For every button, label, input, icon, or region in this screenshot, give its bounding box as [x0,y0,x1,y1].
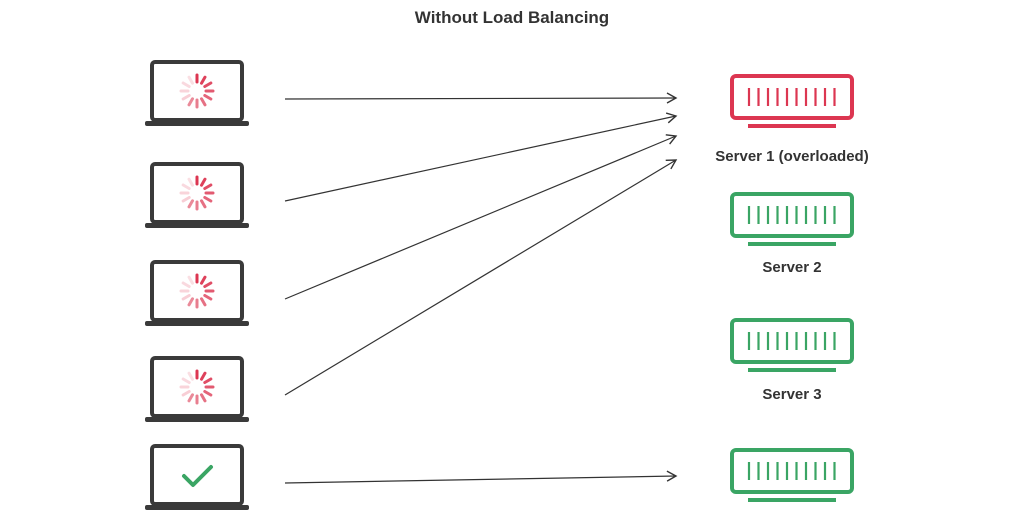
diagram-title: Without Load Balancing [414,8,610,27]
request-arrow [284,159,678,396]
server-icon [730,448,854,502]
laptop-icon [145,162,249,228]
server-icon [730,74,854,128]
request-arrow [284,92,678,104]
loading-spinner-icon [179,369,215,405]
request-arrow [284,470,678,484]
laptop-icon [145,444,249,510]
loading-spinner-icon [179,273,215,309]
server-label: Server 2 [762,259,822,276]
checkmark-icon [182,465,213,487]
laptop-icon [145,60,249,126]
loading-spinner-icon [179,175,215,211]
loading-spinner-icon [179,73,215,109]
server-icon [730,192,854,246]
laptop-icon [145,356,249,422]
request-arrow [284,134,678,300]
server-label: Server 3 [762,386,822,403]
laptop-icon [145,260,249,326]
server-icon [730,318,854,372]
server-label: Server 1 (overloaded) [715,148,869,165]
request-arrow [284,112,678,202]
